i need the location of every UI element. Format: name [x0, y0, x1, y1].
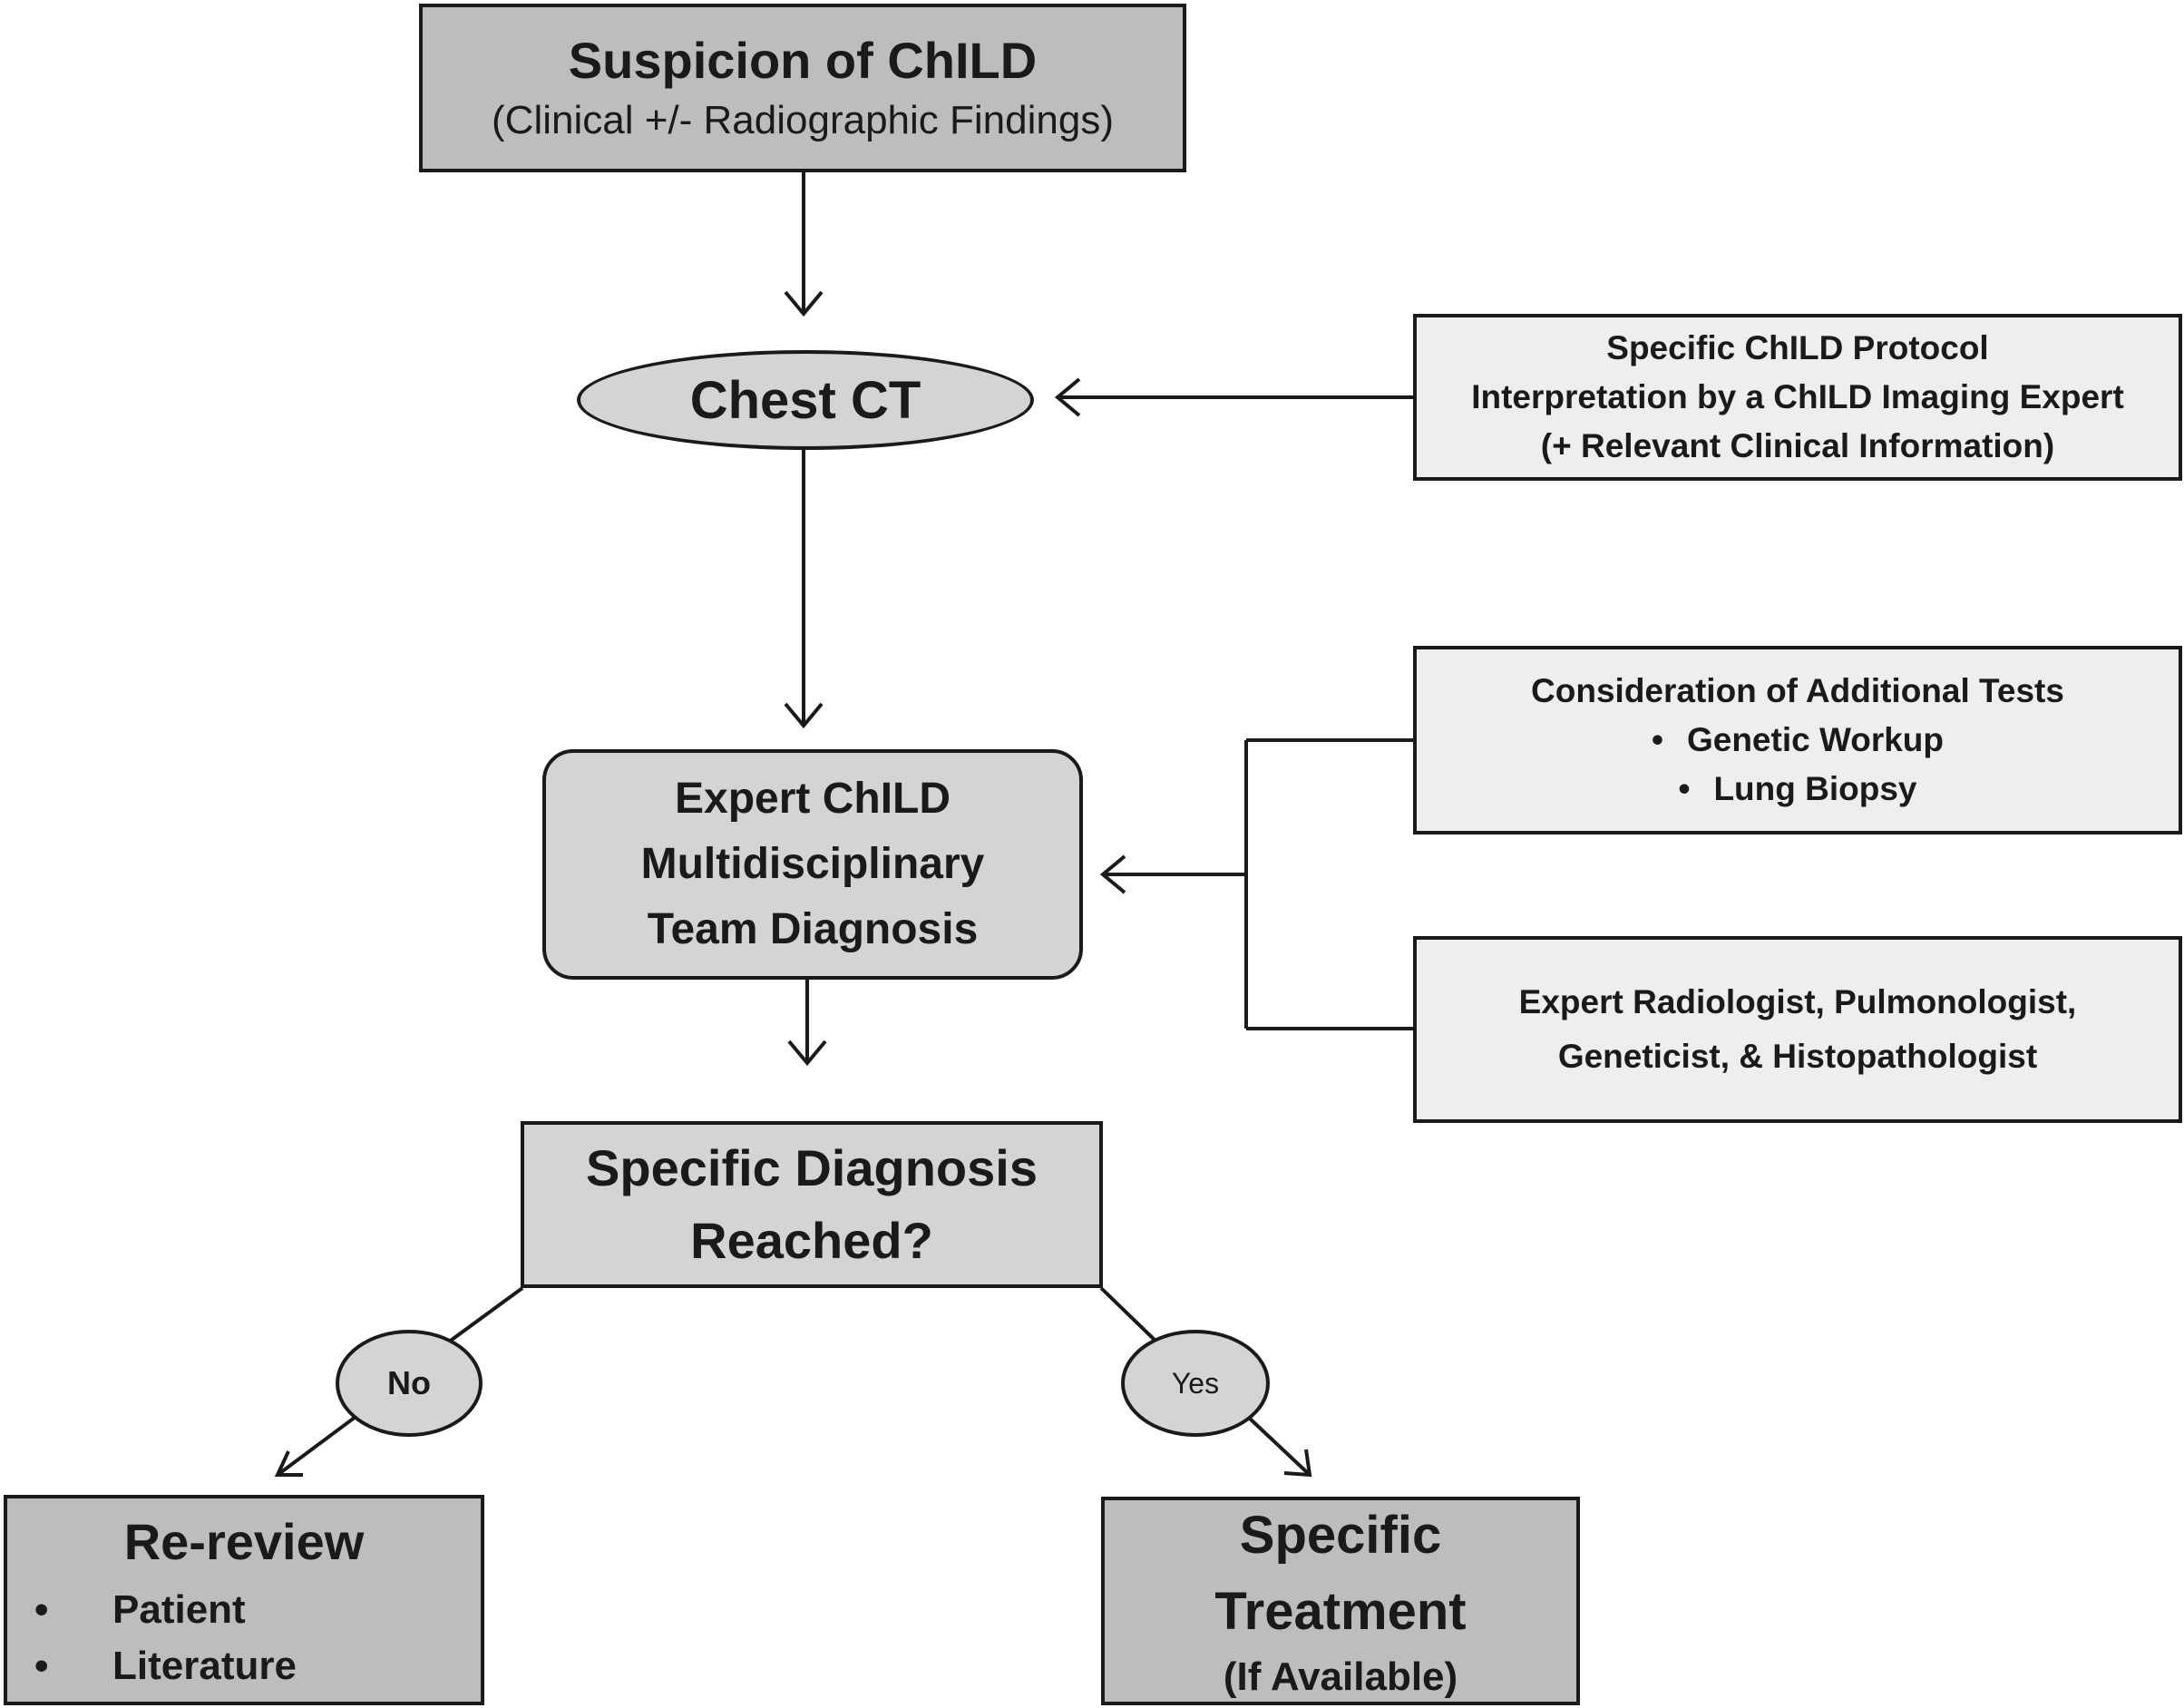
rereview-box: Re-review Patient Literature: [4, 1495, 484, 1705]
line-decision-to-yes: [1099, 1286, 1159, 1344]
arrowhead: [274, 1450, 303, 1477]
protocol-line-1: Specific ChILD Protocol: [1606, 329, 1989, 366]
suspicion-box: Suspicion of ChILD (Clinical +/- Radiogr…: [419, 4, 1186, 172]
team-line-1: Expert ChILD: [674, 775, 951, 823]
treatment-line-1: Specific: [1239, 1506, 1442, 1565]
protocol-box: Specific ChILD Protocol Interpretation b…: [1413, 314, 2182, 481]
arrow-no-to-rereview: [276, 1415, 357, 1477]
branch-yes-oval: Yes: [1121, 1330, 1270, 1437]
branch-no-oval: No: [336, 1330, 483, 1437]
treatment-line-2: Treatment: [1214, 1582, 1467, 1641]
team-diagnosis-box: Expert ChILD Multidisciplinary Team Diag…: [542, 749, 1083, 980]
branch-yes-label: Yes: [1171, 1366, 1220, 1400]
rereview-title: Re-review: [123, 1513, 365, 1570]
rereview-item: Literature: [7, 1638, 297, 1694]
suspicion-title: Suspicion of ChILD: [568, 32, 1038, 89]
chest-ct-label: Chest CT: [689, 370, 921, 430]
additional-tests-heading: Consideration of Additional Tests: [1531, 672, 2064, 709]
decision-line-1: Specific Diagnosis: [586, 1139, 1038, 1196]
arrow-yes-to-treatment: [1246, 1415, 1311, 1477]
chest-ct-oval: Chest CT: [577, 350, 1034, 450]
treatment-box: Specific Treatment (If Available): [1101, 1497, 1580, 1705]
decision-line-2: Reached?: [690, 1212, 933, 1269]
experts-line-1: Expert Radiologist, Pulmonologist,: [1518, 983, 2077, 1020]
arrowhead: [784, 702, 824, 729]
arrowhead: [1099, 854, 1126, 894]
team-line-2: Multidisciplinary: [640, 840, 985, 888]
suspicion-subtitle: (Clinical +/- Radiographic Findings): [492, 98, 1114, 142]
line-decision-to-no: [446, 1286, 524, 1344]
rereview-item: Patient: [7, 1582, 246, 1638]
additional-tests-item: Lung Biopsy: [1678, 765, 1916, 814]
team-line-3: Team Diagnosis: [647, 905, 979, 953]
experts-line-2: Geneticist, & Histopathologist: [1557, 1038, 2038, 1075]
treatment-line-3: (If Available): [1223, 1654, 1458, 1699]
additional-tests-box: Consideration of Additional Tests Geneti…: [1413, 646, 2182, 834]
protocol-line-3: (+ Relevant Clinical Information): [1540, 427, 2055, 464]
arrowhead: [1054, 377, 1081, 417]
arrowhead: [784, 290, 824, 317]
arrowhead: [787, 1039, 827, 1067]
decision-box: Specific Diagnosis Reached?: [521, 1121, 1103, 1288]
protocol-line-2: Interpretation by a ChILD Imaging Expert: [1471, 378, 2124, 415]
additional-tests-item: Genetic Workup: [1652, 716, 1944, 765]
arrowhead: [1283, 1449, 1312, 1478]
branch-no-label: No: [387, 1364, 431, 1401]
experts-box: Expert Radiologist, Pulmonologist, Genet…: [1413, 936, 2182, 1123]
